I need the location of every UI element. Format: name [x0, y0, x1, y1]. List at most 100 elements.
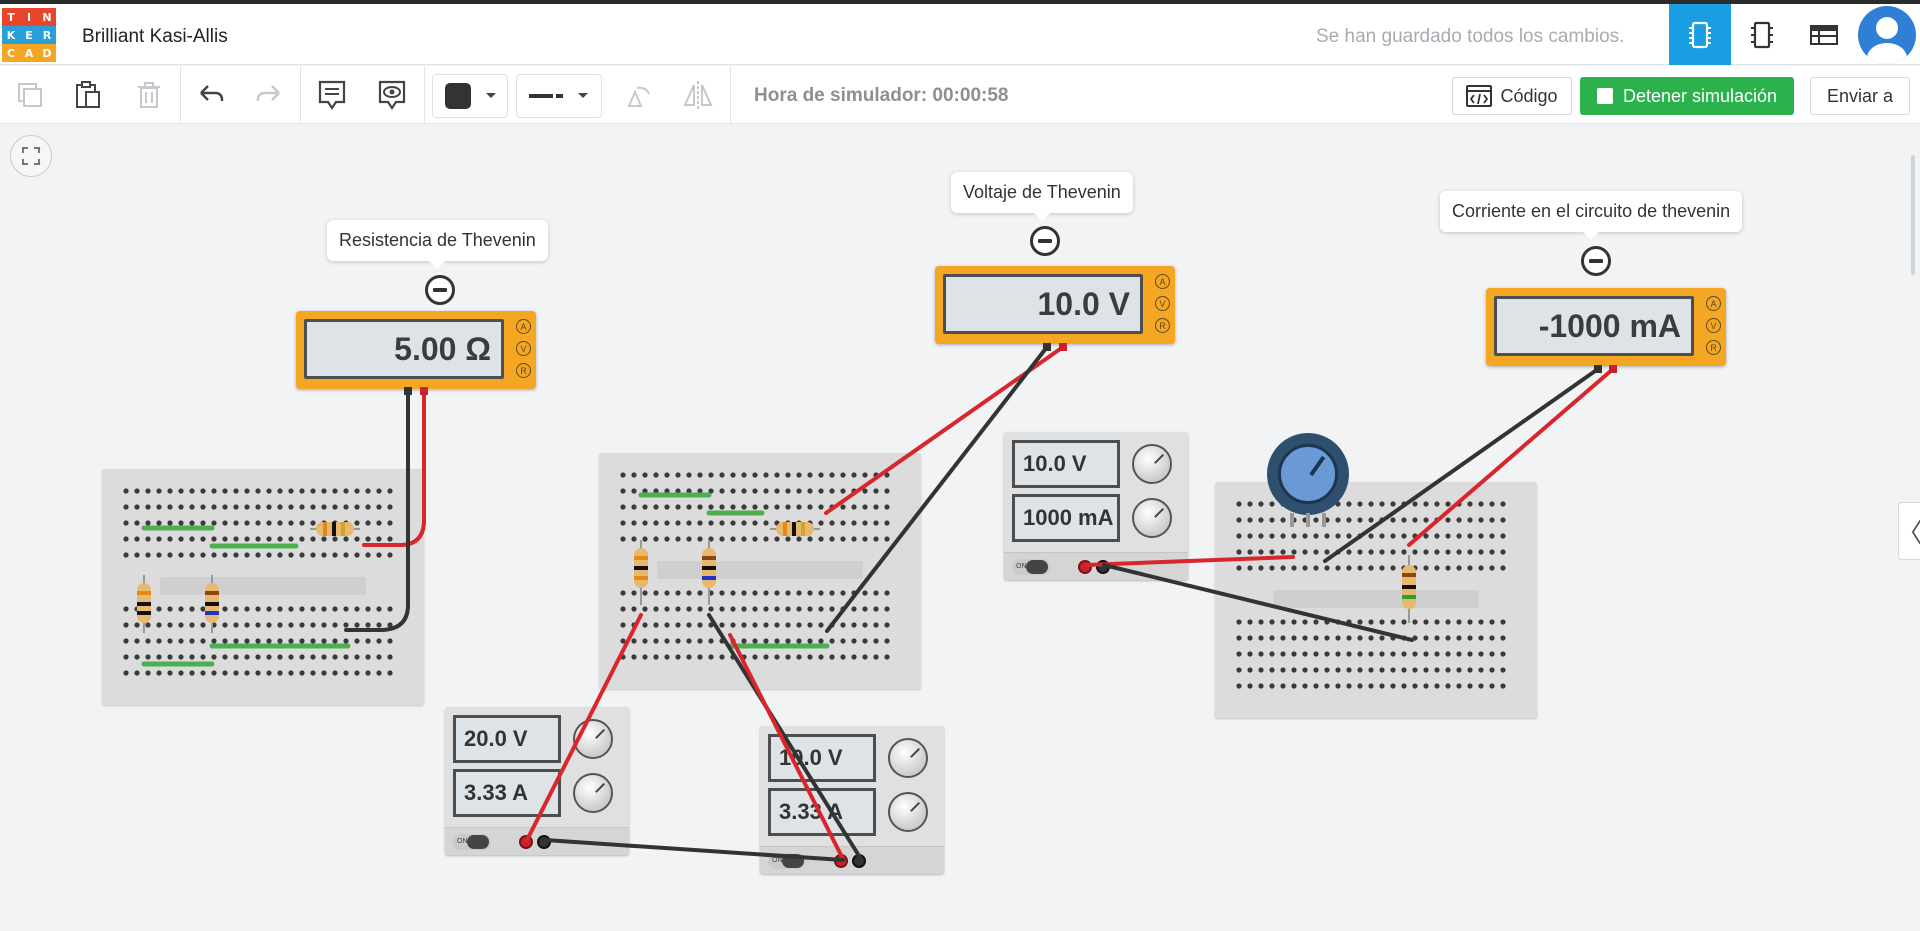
breadboard-hole — [785, 590, 791, 596]
send-to-button[interactable]: Enviar a — [1810, 77, 1910, 115]
stop-simulation-button[interactable]: Detener simulación — [1580, 77, 1794, 115]
breadboard-hole — [200, 622, 206, 628]
breadboard-hole — [1313, 683, 1319, 689]
psu-positive-terminal[interactable] — [519, 835, 533, 849]
breadboard-hole — [332, 670, 338, 676]
mode-ammeter-icon[interactable]: A — [1706, 296, 1721, 311]
note-collapse-icon[interactable] — [1581, 246, 1611, 276]
multimeter-resistance[interactable]: 5.00 Ω A V R — [296, 311, 536, 389]
potentiometer[interactable] — [1267, 433, 1349, 515]
breadboard-hole — [178, 552, 184, 558]
psu-negative-terminal[interactable] — [852, 854, 866, 868]
breadboard-hole — [145, 536, 151, 542]
breadboard-hole — [697, 638, 703, 644]
breadboard-hole — [178, 520, 184, 526]
mode-voltmeter-icon[interactable]: V — [1155, 296, 1170, 311]
breadboard-hole — [1335, 565, 1341, 571]
breadboard-hole — [752, 488, 758, 494]
breadboard-hole — [873, 536, 879, 542]
power-supply-1[interactable]: 10.0 V 1000 mA ON — [1004, 432, 1188, 580]
breadboard-hole — [145, 552, 151, 558]
psu-positive-terminal[interactable] — [834, 854, 848, 868]
breadboard-hole — [862, 606, 868, 612]
psu-voltage-knob[interactable] — [888, 738, 928, 778]
code-button[interactable]: Código — [1452, 77, 1572, 115]
potentiometer-knob[interactable] — [1278, 444, 1338, 504]
canvas-scrollbar[interactable] — [1911, 155, 1915, 275]
mode-voltmeter-icon[interactable]: V — [516, 341, 531, 356]
breadboard-hole — [123, 638, 129, 644]
mode-ammeter-icon[interactable]: A — [1155, 274, 1170, 289]
power-supply-2[interactable]: 20.0 V 3.33 A ON — [445, 707, 629, 855]
breadboard-hole — [1500, 619, 1506, 625]
schematic-view-button[interactable] — [1731, 4, 1793, 65]
breadboard-hole — [167, 622, 173, 628]
notes-visibility-button[interactable] — [370, 74, 414, 116]
breadboard-holes — [1236, 501, 1506, 689]
mode-voltmeter-icon[interactable]: V — [1706, 318, 1721, 333]
multimeter-current[interactable]: -1000 mA A V R — [1486, 288, 1726, 366]
project-name[interactable]: Brilliant Kasi-Allis — [82, 26, 228, 47]
fit-view-button[interactable] — [10, 135, 52, 177]
rotate-button[interactable] — [616, 74, 660, 116]
breadboard-hole — [1269, 635, 1275, 641]
psu-base: ON — [1004, 552, 1188, 580]
breadboard-hole — [1346, 533, 1352, 539]
breadboard-hole — [1423, 549, 1429, 555]
psu-current-knob[interactable] — [888, 792, 928, 832]
circuit-canvas[interactable]: 〈 10.0 V 1000 mA ON 20.0 V 3.33 A ON — [0, 125, 1920, 931]
note-collapse-icon[interactable] — [425, 275, 455, 305]
breadboard-hole — [1335, 651, 1341, 657]
breadboard-hole — [675, 472, 681, 478]
side-panel-toggle[interactable]: 〈 — [1897, 502, 1920, 560]
mode-ammeter-icon[interactable]: A — [516, 319, 531, 334]
user-avatar[interactable] — [1858, 6, 1916, 64]
psu-negative-terminal[interactable] — [537, 835, 551, 849]
redo-button[interactable] — [247, 74, 291, 116]
multimeter-voltage[interactable]: 10.0 V A V R — [935, 266, 1175, 344]
circuit-view-button[interactable] — [1669, 4, 1731, 65]
breadboard-left[interactable] — [102, 469, 424, 705]
breadboard-center[interactable] — [599, 453, 921, 689]
breadboard-hole — [851, 590, 857, 596]
psu-current-knob[interactable] — [573, 773, 613, 813]
breadboard-hole — [255, 606, 261, 612]
undo-button[interactable] — [189, 74, 233, 116]
psu-power-switch[interactable]: ON — [1012, 559, 1050, 575]
breadboard-hole — [708, 520, 714, 526]
psu-voltage-knob[interactable] — [1132, 444, 1172, 484]
psu-current-knob[interactable] — [1132, 498, 1172, 538]
breadboard-hole — [829, 472, 835, 478]
color-dropdown[interactable] — [432, 74, 508, 118]
paste-button[interactable] — [66, 74, 110, 116]
breadboard-hole — [675, 590, 681, 596]
breadboard-right[interactable] — [1215, 482, 1537, 718]
copy-button[interactable] — [8, 74, 52, 116]
breadboard-hole — [1456, 533, 1462, 539]
note-collapse-icon[interactable] — [1030, 226, 1060, 256]
breadboard-hole — [1445, 683, 1451, 689]
power-supply-3[interactable]: 10.0 V 3.33 A ON — [760, 726, 944, 874]
psu-positive-terminal[interactable] — [1078, 560, 1092, 574]
delete-button[interactable] — [127, 74, 171, 116]
component-list-button[interactable] — [1793, 4, 1855, 65]
note-thevenin-voltage[interactable]: Voltaje de Thevenin — [951, 172, 1133, 221]
psu-power-switch[interactable]: ON — [768, 853, 806, 869]
breadboard-hole — [1489, 549, 1495, 555]
breadboard-hole — [200, 638, 206, 644]
mode-ohmmeter-icon[interactable]: R — [1706, 340, 1721, 355]
psu-power-switch[interactable]: ON — [453, 834, 491, 850]
note-thevenin-resistance[interactable]: Resistencia de Thevenin — [327, 220, 548, 269]
notes-button[interactable] — [310, 74, 354, 116]
psu-negative-terminal[interactable] — [1096, 560, 1110, 574]
flip-button[interactable] — [676, 74, 720, 116]
breadboard-hole — [1467, 667, 1473, 673]
note-thevenin-current[interactable]: Corriente en el circuito de thevenin — [1440, 191, 1743, 240]
mode-ohmmeter-icon[interactable]: R — [1155, 318, 1170, 333]
mode-ohmmeter-icon[interactable]: R — [516, 363, 531, 378]
wire-style-dropdown[interactable] — [516, 74, 602, 118]
breadboard-hole — [1357, 619, 1363, 625]
breadboard-hole — [1236, 533, 1242, 539]
psu-voltage-knob[interactable] — [573, 719, 613, 759]
